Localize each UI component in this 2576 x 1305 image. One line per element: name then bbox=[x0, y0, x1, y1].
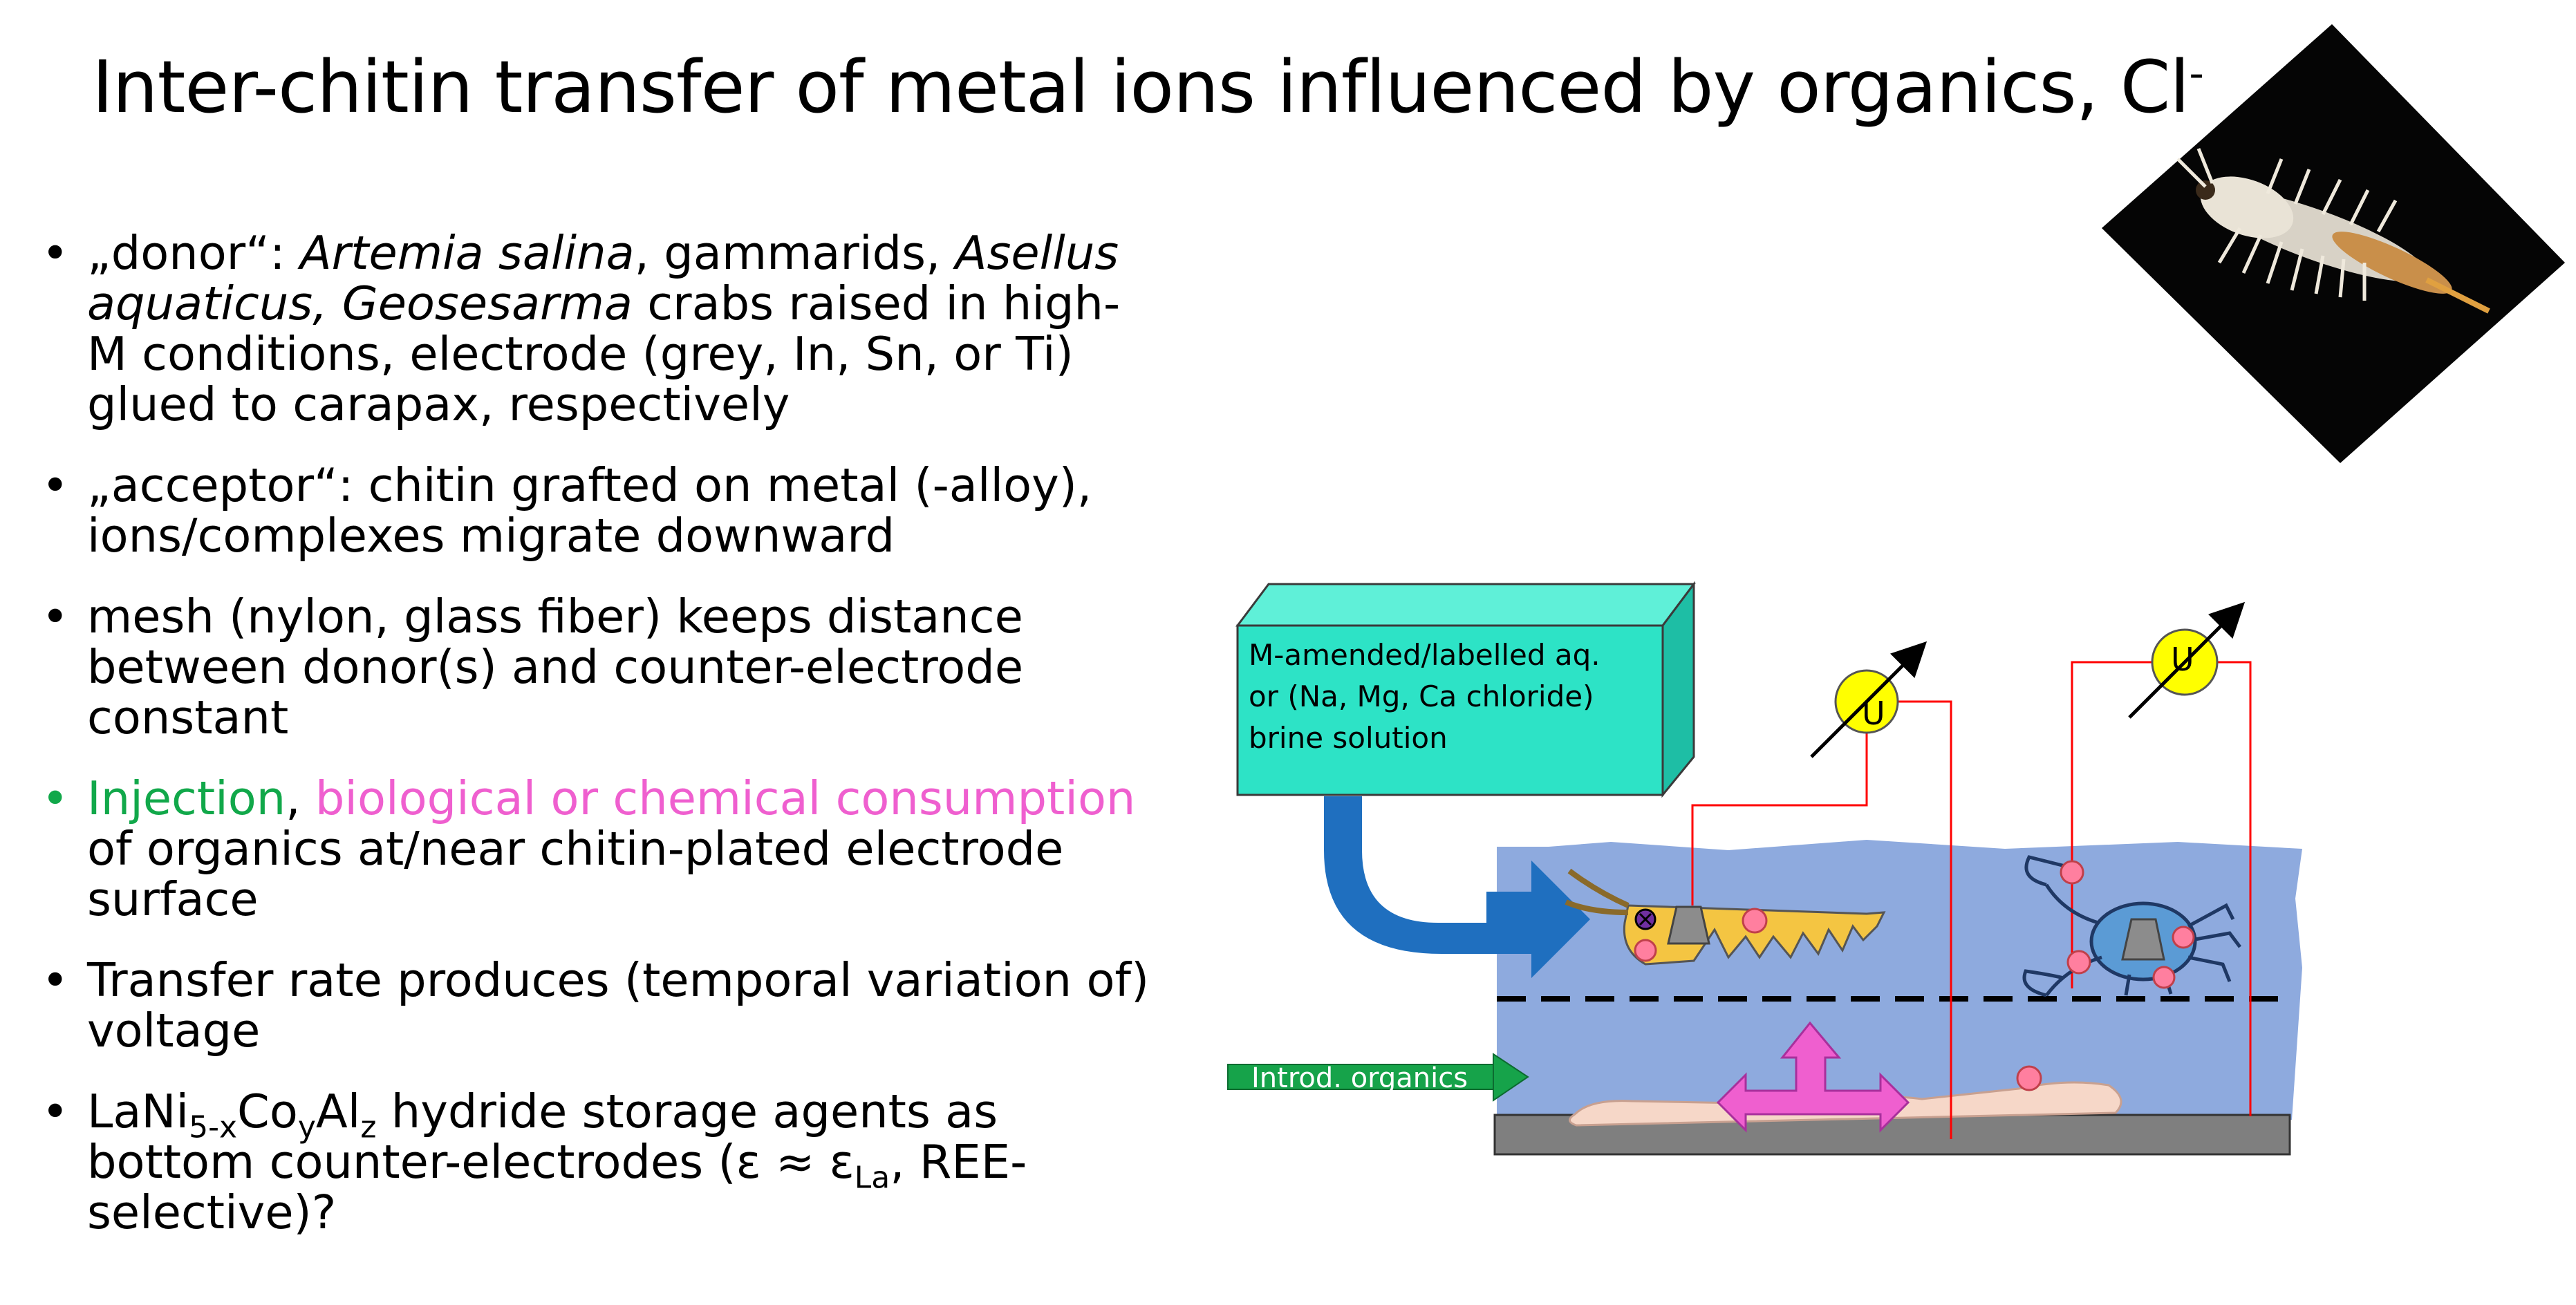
artemia-image bbox=[2176, 148, 2490, 314]
solution-box bbox=[1235, 581, 1696, 798]
artemia-photo bbox=[2102, 24, 2565, 463]
organics-label: Introd. organics bbox=[1251, 1062, 1468, 1094]
bullet-acceptor: •„acceptor“: chitin grafted on metal (-a… bbox=[41, 458, 1092, 563]
bullet-donor: •„donor“: Artemia salina, gammarids, Ase… bbox=[41, 226, 1121, 431]
injection-arrow bbox=[1324, 796, 1590, 978]
voltmeter-right-label: U bbox=[2171, 641, 2194, 678]
crab-donor bbox=[2022, 855, 2241, 997]
bullet-transfer-rate: •Transfer rate produces (temporal variat… bbox=[41, 953, 1150, 1058]
bullet-injection: •Injection, biological or chemical consu… bbox=[41, 771, 1136, 926]
voltmeter-right bbox=[2128, 601, 2246, 719]
shrimp-donor bbox=[1565, 868, 1886, 966]
ion-dot bbox=[2016, 1065, 2042, 1091]
bullet-list: •„donor“: Artemia salina, gammarids, Ase… bbox=[35, 228, 1155, 1268]
page-title: Inter-chitin transfer of metal ions infl… bbox=[92, 45, 2204, 129]
voltmeter-left bbox=[1810, 641, 1928, 758]
water-tank bbox=[1497, 840, 2302, 1120]
voltmeter-left-label: U bbox=[1862, 695, 1885, 732]
solution-box-label: M-amended/labelled aq. or (Na, Mg, Ca ch… bbox=[1249, 638, 1600, 755]
organics-arrow bbox=[1227, 1053, 1529, 1102]
diffusion-cross-arrow bbox=[1716, 1021, 1910, 1133]
bullet-hydride: •LaNi5-xCoyAlz hydride storage agents as… bbox=[41, 1085, 1027, 1239]
bullet-mesh: •mesh (nylon, glass fiber) keeps distanc… bbox=[41, 590, 1024, 744]
